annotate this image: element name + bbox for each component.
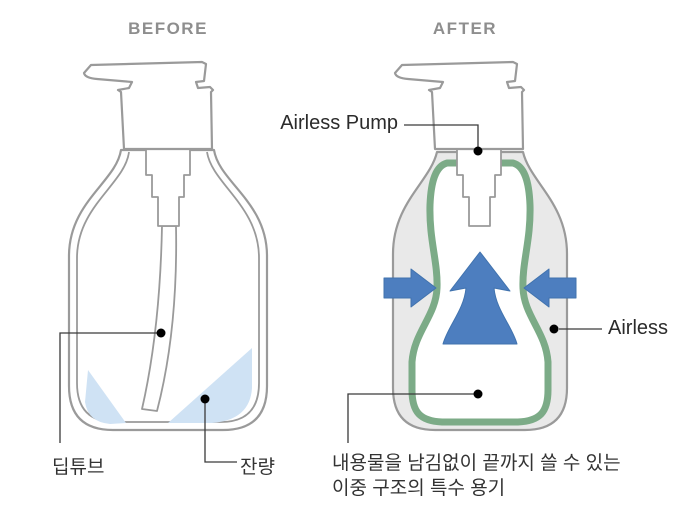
caption-dot xyxy=(473,389,483,399)
residue-dot xyxy=(200,394,210,404)
after-pump-head xyxy=(393,60,526,151)
dip-tube-dot xyxy=(156,328,166,338)
before-title: BEFORE xyxy=(128,19,208,38)
squeeze-arrow-left xyxy=(383,268,437,308)
caption-leader xyxy=(347,393,478,443)
squeeze-arrow-right xyxy=(523,268,577,308)
dip-tube xyxy=(141,225,178,412)
after-title: AFTER xyxy=(432,19,498,38)
airless-label: Airless xyxy=(608,317,669,339)
airless-dot xyxy=(549,324,559,334)
after-caption-line1: 내용물을 남김없이 끝까지 쓸 수 있는 xyxy=(332,453,621,474)
residue-leader xyxy=(204,399,237,463)
airless-pump-leader xyxy=(404,124,479,147)
leader-lines xyxy=(59,124,602,463)
residue-label: 잔량 xyxy=(240,457,275,478)
residue-wedge-left xyxy=(85,370,126,424)
after-bottle xyxy=(383,60,577,432)
residue-wedge-right xyxy=(168,348,252,423)
up-arrow xyxy=(442,251,518,345)
dip-tube-leader xyxy=(59,332,161,443)
before-pump-head xyxy=(82,60,215,151)
before-bottle-inner-wall xyxy=(76,151,260,423)
airless-pump-label: Airless Pump xyxy=(280,112,398,134)
airless-pump-dot xyxy=(473,146,483,156)
after-caption-line2: 이중 구조의 특수 용기 xyxy=(332,478,506,499)
dip-tube-label: 딥튜브 xyxy=(52,457,105,478)
before-bottle xyxy=(67,60,269,432)
after-caption: 내용물을 남김없이 끝까지 쓸 수 있는 이중 구조의 특수 용기 xyxy=(332,451,621,501)
